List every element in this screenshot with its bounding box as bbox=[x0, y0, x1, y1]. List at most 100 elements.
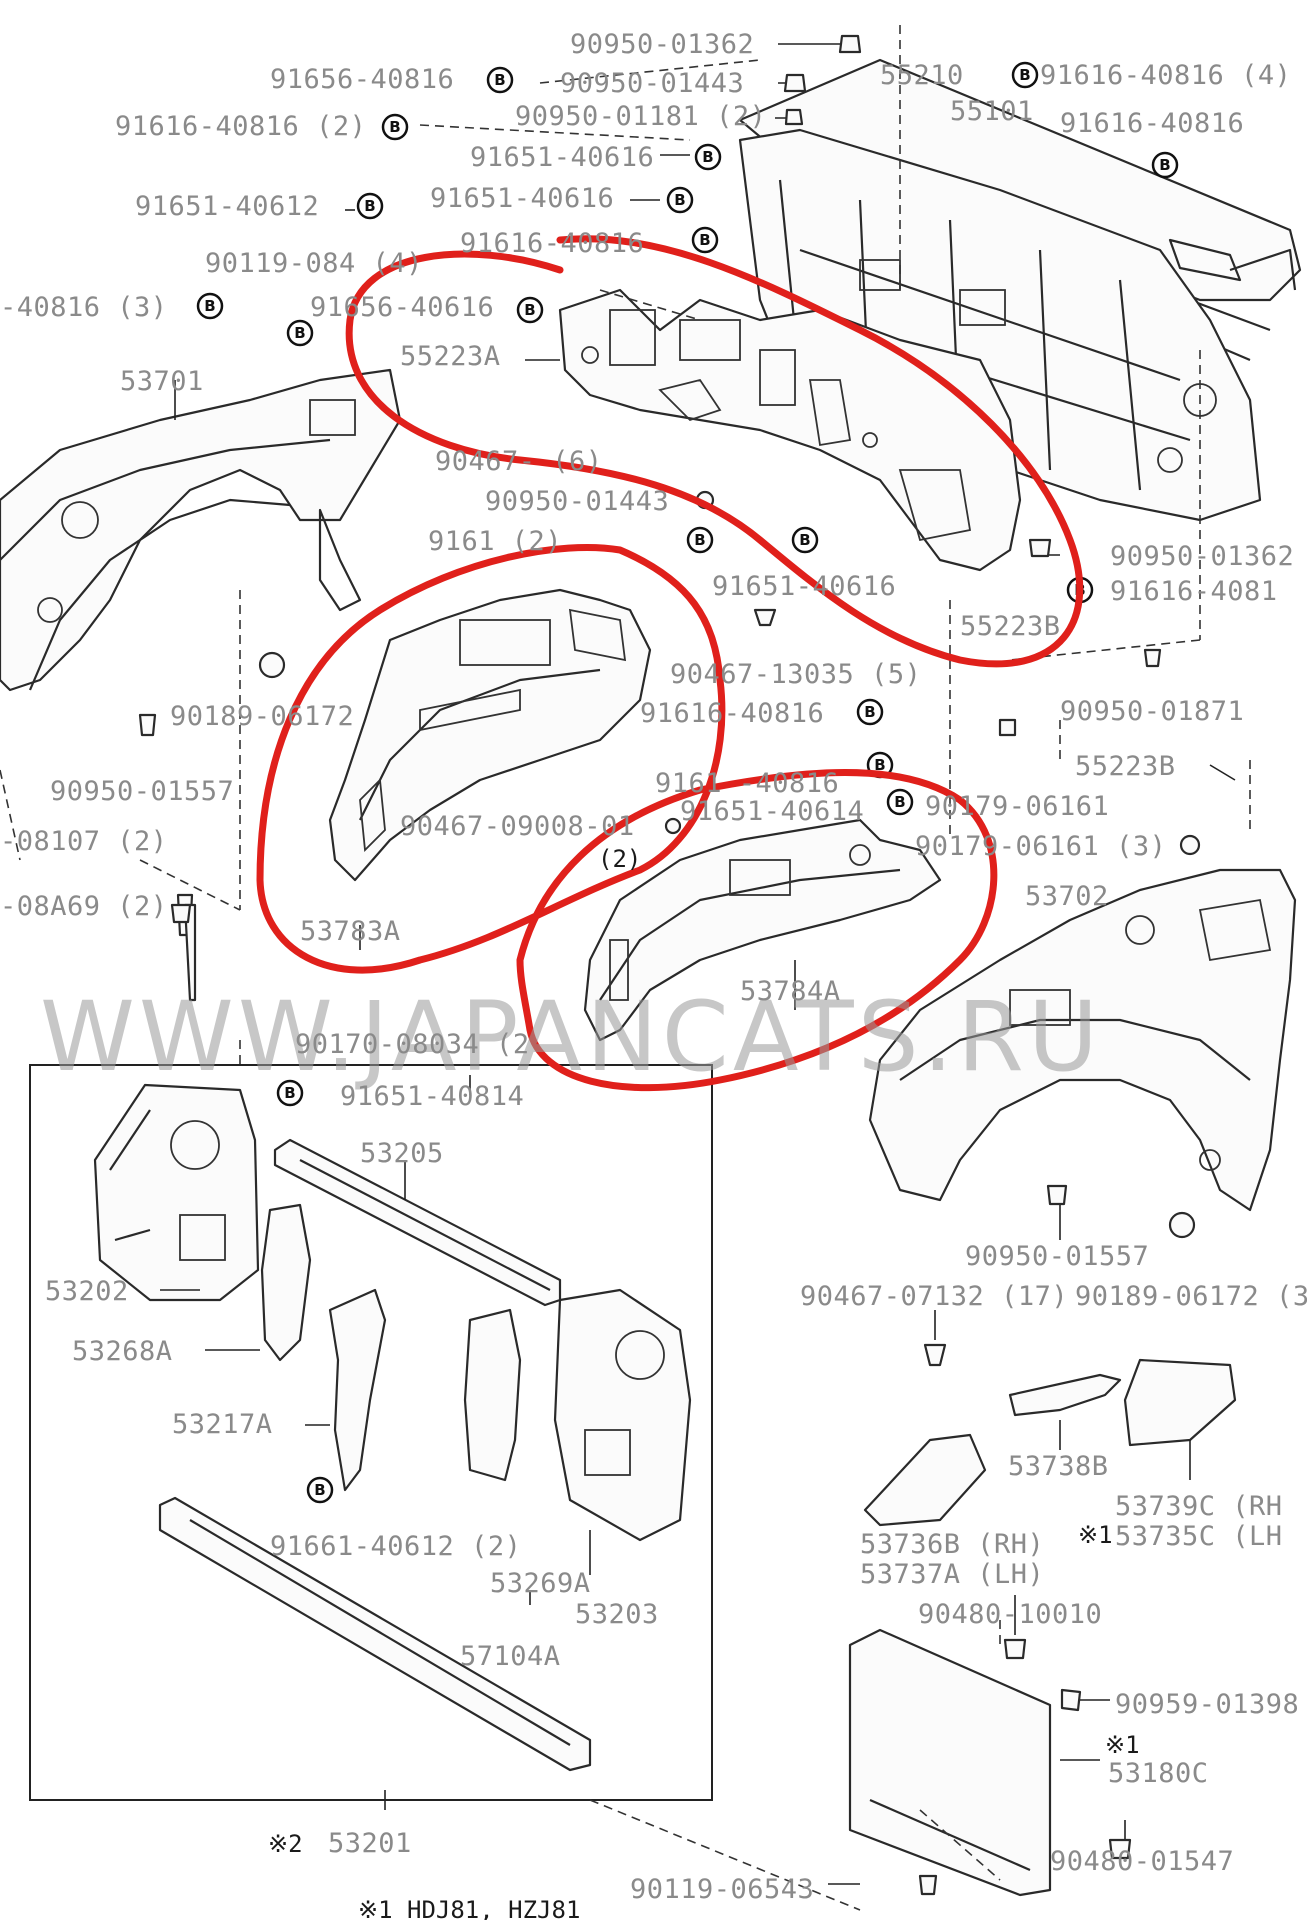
label-90950-01557-right: 90950-01557 bbox=[965, 1241, 1149, 1272]
watermark-text: WWW.JAPANCATS.RU bbox=[40, 981, 1102, 1093]
clip-icon bbox=[1143, 648, 1162, 668]
label-55223B-top: 55223B bbox=[960, 611, 1061, 642]
nut-icon bbox=[998, 718, 1017, 737]
fender-apron-53701[interactable] bbox=[0, 368, 402, 692]
label-90119-06543: 90119-06543 bbox=[630, 1874, 814, 1905]
screw-icon bbox=[923, 1343, 947, 1367]
label-08A69-2: -08A69 (2) bbox=[0, 891, 168, 922]
clip-icon bbox=[784, 108, 804, 126]
label-90950-01443: 90950-01443 bbox=[560, 68, 744, 99]
inset-frame-radiator-support bbox=[29, 1064, 713, 1801]
label-53269A: 53269A bbox=[490, 1568, 591, 1599]
fender-apron-53702[interactable] bbox=[868, 868, 1297, 1212]
label-90959-01398: 90959-01398 bbox=[1115, 1689, 1299, 1720]
label-90119-084-4: 90119-084 (4) bbox=[205, 248, 423, 279]
svg-text:B: B bbox=[864, 703, 875, 721]
label-91616-4081x: 91616-4081 bbox=[1110, 576, 1278, 607]
bracket-53736B[interactable] bbox=[863, 1433, 987, 1527]
label-53783A: 53783A bbox=[300, 916, 401, 947]
dashed-guide-lines bbox=[0, 25, 1251, 1911]
label-90189-06172: 90189-06172 bbox=[170, 701, 354, 732]
label-40816-3: -40816 (3) bbox=[0, 292, 168, 323]
label-91661-40612-2: 91661-40612 (2) bbox=[270, 1531, 521, 1562]
label-90950-01871: 90950-01871 bbox=[1060, 696, 1244, 727]
bolt-marker-icon: B bbox=[381, 113, 409, 141]
svg-text:B: B bbox=[494, 71, 505, 89]
label-91651-40814: 91651-40814 bbox=[340, 1081, 524, 1112]
label-91616-40816-4: 91616-40816 (4) bbox=[1040, 60, 1291, 91]
label-90480-01547: 90480-01547 bbox=[1050, 1846, 1234, 1877]
dash-silencer-55223A[interactable] bbox=[558, 288, 1022, 572]
label-mark-53201: ※2 bbox=[268, 1830, 303, 1858]
svg-text:B: B bbox=[204, 297, 215, 315]
svg-text:B: B bbox=[314, 1481, 325, 1499]
svg-text:B: B bbox=[874, 756, 885, 774]
bolt-marker-icon: B bbox=[286, 319, 314, 347]
label-55210: 55210 bbox=[880, 60, 964, 91]
label-53268A: 53268A bbox=[72, 1336, 173, 1367]
inner-apron-53783A[interactable] bbox=[328, 588, 652, 882]
bracket-53739C[interactable] bbox=[1123, 1358, 1237, 1447]
highlight-loop-55223A bbox=[345, 235, 1084, 668]
radiator-support-side-53203[interactable] bbox=[553, 1288, 692, 1542]
bolt-marker-icon: B bbox=[356, 192, 384, 220]
label-90950-01181-2: 90950-01181 (2) bbox=[515, 101, 766, 132]
clip-icon bbox=[170, 903, 192, 924]
bolt-marker-icon: B bbox=[686, 526, 714, 554]
label-53736B-RH: 53736B (RH) bbox=[860, 1529, 1044, 1560]
radiator-support-brace-53217A[interactable] bbox=[328, 1288, 387, 1492]
label-53702: 53702 bbox=[1025, 881, 1109, 912]
radiator-support-brace-53269A[interactable] bbox=[463, 1308, 522, 1482]
inner-apron-53784A[interactable] bbox=[583, 818, 942, 1042]
label-53738B: 53738B bbox=[1008, 1451, 1109, 1482]
grommet-icon bbox=[258, 651, 286, 679]
radiator-support-side-53202[interactable] bbox=[93, 1083, 260, 1302]
svg-text:B: B bbox=[389, 118, 400, 136]
highlight-loop-53784A bbox=[516, 769, 998, 1092]
bracket-53738B[interactable] bbox=[1008, 1373, 1122, 1417]
label-53784A: 53784A bbox=[740, 976, 841, 1007]
label-53739C-RH: 53739C (RH bbox=[1115, 1491, 1283, 1522]
label-91656-40816: 91656-40816 bbox=[270, 64, 454, 95]
svg-text:B: B bbox=[284, 1084, 295, 1102]
label-53205: 53205 bbox=[360, 1138, 444, 1169]
clip-icon bbox=[838, 34, 862, 54]
label-90467-13035-5: 90467-13035 (5) bbox=[670, 659, 921, 690]
label-90179-06161: 90179-06161 bbox=[925, 791, 1109, 822]
label-57104A: 57104A bbox=[460, 1641, 561, 1672]
label-53735C-LH: 53735C (LH bbox=[1115, 1521, 1283, 1552]
bolt-marker-icon: B bbox=[694, 143, 722, 171]
label-90950-01362-right: 90950-01362 bbox=[1110, 541, 1294, 572]
nut-icon bbox=[664, 817, 682, 835]
label-90170-08034-2: 90170-08034 (2 bbox=[295, 1029, 530, 1060]
radiator-support-brace-53268A[interactable] bbox=[260, 1203, 312, 1362]
bolt-marker-icon: B bbox=[691, 226, 719, 254]
label-90950-01443-mid: 90950-01443 bbox=[485, 486, 669, 517]
label-90467-6: 90467- (6) bbox=[435, 446, 603, 477]
label-90189-06172-3: 90189-06172 (3 bbox=[1075, 1281, 1307, 1312]
label-qty-2: (2) bbox=[598, 845, 641, 873]
label-91651-40616-a: 91651-40616 bbox=[470, 142, 654, 173]
bolt-marker-icon: B bbox=[666, 186, 694, 214]
label-mark-53180C: ※1 bbox=[1105, 1731, 1140, 1759]
label-55223B-right: 55223B bbox=[1075, 751, 1176, 782]
clip-icon bbox=[918, 1874, 938, 1896]
svg-text:B: B bbox=[1159, 156, 1170, 174]
label-91616-40816-hidden: 91616-40816 bbox=[460, 228, 644, 259]
label-53737A-LH: 53737A (LH) bbox=[860, 1559, 1044, 1590]
bolt-marker-icon: B bbox=[516, 296, 544, 324]
label-53203: 53203 bbox=[575, 1599, 659, 1630]
panel-53180C[interactable] bbox=[848, 1628, 1052, 1897]
bolt-marker-icon: B bbox=[306, 1476, 334, 1504]
footnote-models: ※1 HDJ81, HZJ81 bbox=[358, 1896, 580, 1920]
radiator-support-lower-57104A[interactable] bbox=[158, 1496, 592, 1772]
label-90179-06161-3: 90179-06161 (3) bbox=[915, 831, 1166, 862]
label-90480-10010: 90480-10010 bbox=[918, 1599, 1102, 1630]
grommet-icon bbox=[1168, 1211, 1196, 1239]
clip-icon bbox=[1003, 1638, 1027, 1660]
nut-icon bbox=[1179, 834, 1201, 856]
label-mark-53735C: ※1 bbox=[1078, 1521, 1113, 1549]
bolt-marker-icon: B bbox=[1011, 61, 1039, 89]
label-91651-40614: 91651-40614 bbox=[680, 796, 864, 827]
